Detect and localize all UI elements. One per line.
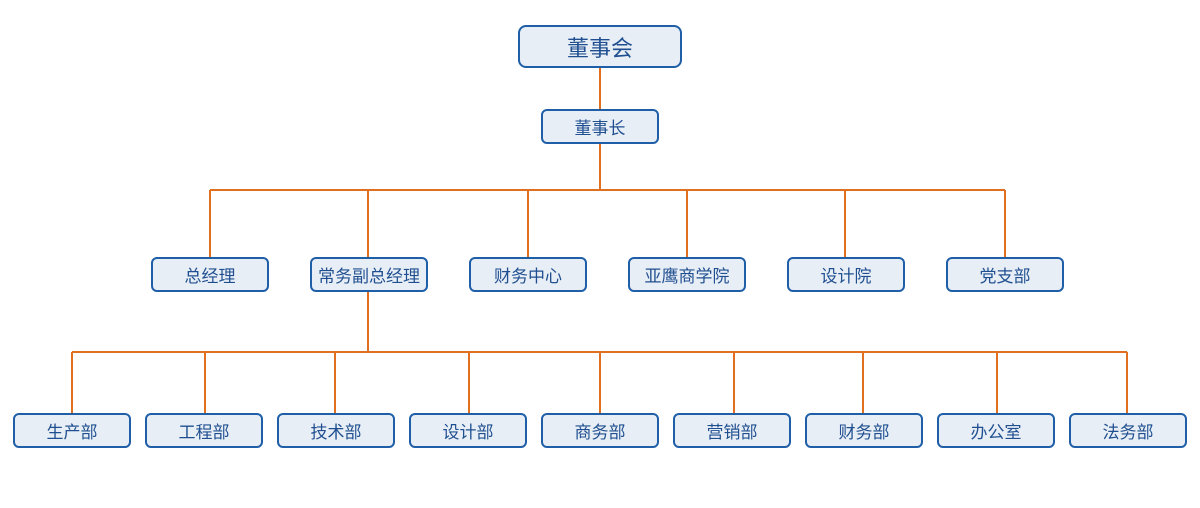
node-engineering-dept: 工程部 [145,413,263,448]
node-executive-vice-gm: 常务副总经理 [310,257,428,292]
node-chairman: 董事长 [541,109,659,144]
node-office: 办公室 [937,413,1055,448]
node-design-dept: 设计部 [409,413,527,448]
node-finance-center: 财务中心 [469,257,587,292]
node-legal-dept: 法务部 [1069,413,1187,448]
node-technology-dept: 技术部 [277,413,395,448]
node-business-school: 亚鹰商学院 [628,257,746,292]
node-finance-dept: 财务部 [805,413,923,448]
node-general-manager: 总经理 [151,257,269,292]
node-commerce-dept: 商务部 [541,413,659,448]
node-party-branch: 党支部 [946,257,1064,292]
node-production-dept: 生产部 [13,413,131,448]
node-board: 董事会 [518,25,682,68]
node-marketing-dept: 营销部 [673,413,791,448]
node-design-institute: 设计院 [787,257,905,292]
